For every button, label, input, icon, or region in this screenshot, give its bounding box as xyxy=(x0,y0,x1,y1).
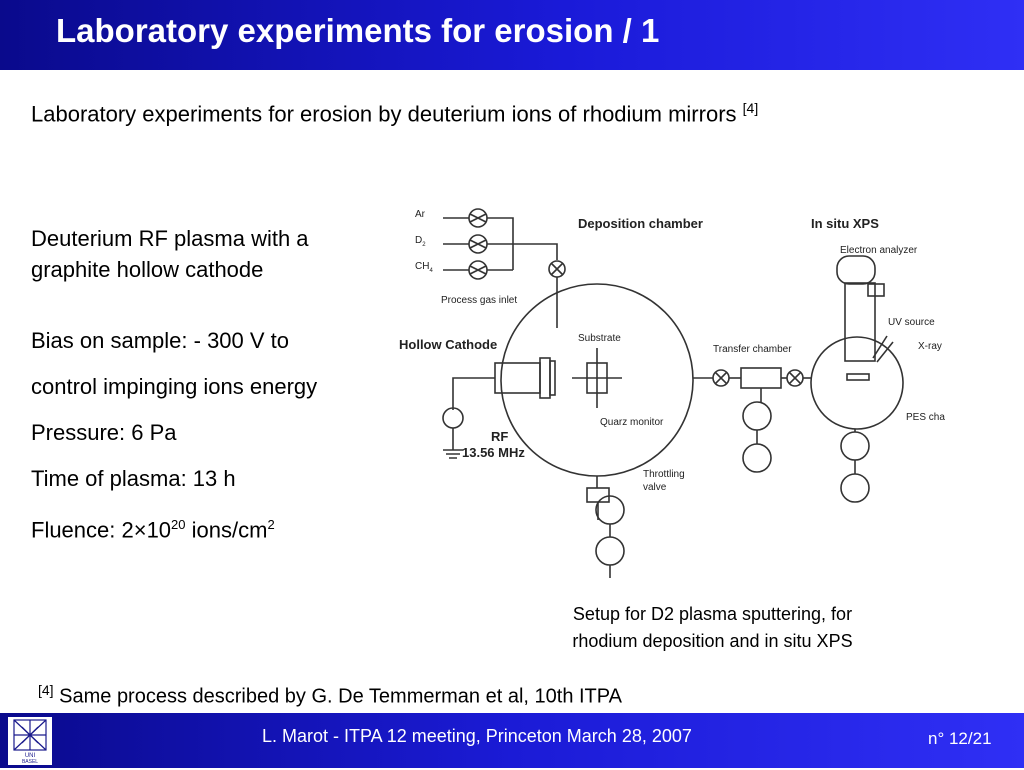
label-transfer-chamber: Transfer chamber xyxy=(713,344,792,355)
svg-text:UNI: UNI xyxy=(25,753,36,759)
label-deposition-chamber: Deposition chamber xyxy=(578,216,703,231)
roughing-pump-3 xyxy=(840,473,870,503)
bullet-pressure: Pressure: 6 Pa xyxy=(31,420,177,445)
svg-text:BASEL: BASEL xyxy=(22,759,38,765)
roughing-pump-2 xyxy=(742,443,772,473)
turbo-pump-3 xyxy=(840,431,870,461)
label-in-situ-xps: In situ XPS xyxy=(811,216,879,231)
label-throttling: Throttling xyxy=(643,469,685,480)
turbo-pump-2 xyxy=(742,401,772,431)
figure-caption: Setup for D2 plasma sputtering, for rhod… xyxy=(572,604,853,651)
pes-chamber xyxy=(810,336,904,430)
reference-note: [4] Same process described by G. De Temm… xyxy=(38,682,622,709)
label-xray-source: X-ray source xyxy=(918,341,945,352)
label-rf-frequency: 13.56 MHz xyxy=(462,445,525,460)
bullet-bias-cont: control impinging ions energy xyxy=(31,374,318,399)
uni-basel-logo-icon: UNI BASEL xyxy=(13,719,47,765)
parameter-list: Deuterium RF plasma with a graphite holl… xyxy=(31,223,376,548)
turbo-pump-1 xyxy=(595,495,625,525)
footer-bar: UNI BASEL L. Marot - ITPA 12 meeting, Pr… xyxy=(0,713,1024,768)
label-rf: RF xyxy=(491,429,508,444)
slide-subtitle: Laboratory experiments for erosion by de… xyxy=(31,100,758,127)
label-pes-chamber: PES chamber xyxy=(906,412,945,423)
label-quarz-monitor: Quarz monitor xyxy=(600,417,664,428)
label-hollow-cathode: Hollow Cathode xyxy=(399,337,497,352)
label-ar: Ar xyxy=(415,209,426,220)
bullet-plasma: Deuterium RF plasma with a graphite holl… xyxy=(31,226,309,282)
label-electron-analyzer: Electron analyzer xyxy=(840,245,918,256)
label-uv-source: UV source xyxy=(888,317,935,328)
title-bar: Laboratory experiments for erosion / 1 xyxy=(0,0,1024,70)
slide-title: Laboratory experiments for erosion / 1 xyxy=(56,12,660,49)
reference-text: Same process described by G. De Temmerma… xyxy=(53,685,622,708)
footer-page-number: n° 12/21 xyxy=(928,729,992,748)
setup-diagram: Ar D2 CH4 Process gas inlet Electron ana… xyxy=(399,208,945,578)
bullet-time: Time of plasma: 13 h xyxy=(31,466,236,491)
reference-marker: [4] xyxy=(38,682,54,698)
subtitle-text: Laboratory experiments for erosion by de… xyxy=(31,101,737,127)
rf-generator xyxy=(442,407,464,429)
label-ch4: CH4 xyxy=(415,261,433,274)
bullet-fluence: Fluence: 2×1020 ions/cm2 xyxy=(31,517,275,543)
label-valve: valve xyxy=(643,482,667,493)
footer-meeting-info: L. Marot - ITPA 12 meeting, Princeton Ma… xyxy=(262,726,692,746)
bullet-bias: Bias on sample: - 300 V to xyxy=(31,328,290,353)
label-process-gas-inlet: Process gas inlet xyxy=(441,295,517,306)
subtitle-ref: [4] xyxy=(742,100,759,116)
label-substrate: Substrate xyxy=(578,333,621,344)
label-d2: D2 xyxy=(415,235,426,248)
university-logo: UNI BASEL xyxy=(8,717,52,765)
roughing-pump-1 xyxy=(595,536,625,566)
